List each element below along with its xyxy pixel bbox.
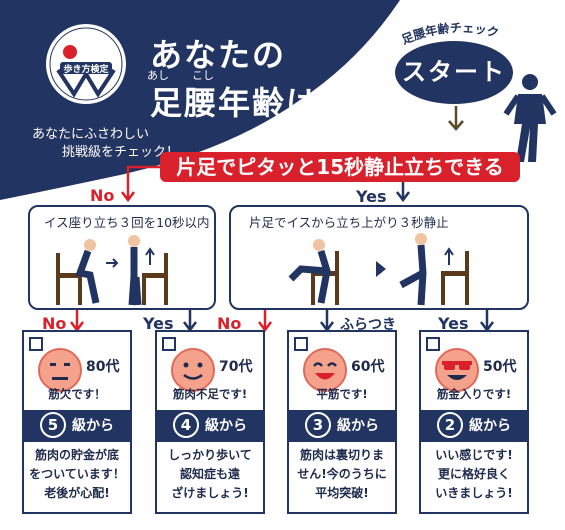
grade-band: 3 級から (289, 410, 395, 442)
grade-band: 5 級から (24, 410, 130, 442)
branch-yes-left: Yes (143, 314, 174, 333)
grade-suffix: 級から (205, 418, 247, 434)
main-question-bar: 片足でピタッと15秒静止立ちできる (160, 152, 520, 182)
branch-yes-main: Yes (356, 187, 387, 206)
grade-number: 5 (40, 412, 66, 438)
ruby-ashi: あし (147, 69, 169, 82)
branch-no-left: No (42, 314, 67, 333)
grade-number: 4 (173, 412, 199, 438)
sunglasses-face-icon (435, 348, 479, 392)
question-right-text: 片足でイスから立ち上がり３秒静止 (249, 215, 449, 230)
age-label: 60代 (351, 359, 385, 375)
grade-band: 4 級から (157, 410, 263, 442)
checkbox[interactable] (294, 337, 308, 351)
page-title-line2: 足腰年齢は？ (150, 84, 355, 122)
ruby-koshi: こし (192, 69, 214, 82)
result-comment: 筋欠です！ (48, 387, 106, 401)
result-card-80s: 80代 筋欠です！ 5 級から 筋肉の貯金が底をついています！老後が心配! (22, 330, 132, 514)
branch-no-main: No (90, 186, 115, 205)
grade-suffix: 級から (72, 418, 114, 434)
result-description: 筋肉は裏切りません!今のうちに平均突破! (297, 448, 387, 500)
result-card-70s: 70代 筋肉不足です! 4 級から しっかり歩いて認知症も遠ざけましょう! (155, 330, 265, 514)
grade-suffix: 級から (469, 418, 511, 434)
question-left-text: イス座り立ち３回を10秒以内 (44, 215, 210, 230)
result-card-60s: 60代 平筋です! 3 級から 筋肉は裏切りません!今のうちに平均突破! (287, 330, 397, 514)
start-oval: スタート (395, 41, 513, 104)
standing-person-icon (503, 74, 557, 162)
result-comment: 筋金入りです! (436, 387, 512, 401)
question-box-left: イス座り立ち３回を10秒以内 (28, 205, 216, 310)
result-description: しっかり歩いて認知症も遠ざけましょう! (168, 448, 252, 500)
grade-number: 2 (437, 412, 463, 438)
result-comment: 平筋です! (316, 387, 368, 401)
grade-number: 3 (305, 412, 331, 438)
result-comment: 筋肉不足です! (172, 387, 248, 401)
branch-yes-right: Yes (438, 314, 469, 333)
age-label: 80代 (86, 359, 120, 375)
question-box-right: 片足でイスから立ち上がり３秒静止 (229, 205, 529, 310)
result-card-50s: 50代 筋金入りです! 2 級から いい感じです!更に格好良くいきましょう! (419, 330, 529, 514)
result-description: 筋肉の貯金が底をついています！老後が心配! (29, 448, 125, 500)
page-title-line1: あなたの (150, 36, 287, 74)
grade-suffix: 級から (337, 418, 379, 434)
result-description: いい感じです!更に格好良くいきましょう! (435, 448, 513, 500)
age-label: 70代 (219, 359, 253, 375)
smile-face-icon (171, 348, 215, 392)
grade-band: 2 級から (421, 410, 527, 442)
subtitle-line2: 挑戦級をチェック！ (62, 145, 180, 160)
walking-test-logo: 歩き方検定 (46, 24, 126, 104)
checkbox[interactable] (426, 337, 440, 351)
logo-text: 歩き方検定 (63, 63, 109, 75)
subtitle-line1: あなたにふさわしい (32, 127, 150, 142)
down-arrow-icon (448, 106, 464, 131)
flow-lines (70, 165, 494, 333)
happy-face-icon (303, 348, 347, 392)
checkbox[interactable] (29, 337, 43, 351)
branch-no-right: No (217, 314, 242, 333)
checkbox[interactable] (162, 337, 176, 351)
one-leg-stand-illustration (288, 233, 469, 306)
branch-unsteady: ふらつき (340, 317, 396, 333)
chair-exercise-illustration (56, 235, 168, 306)
neutral-face-icon (38, 348, 82, 392)
age-label: 50代 (483, 359, 517, 375)
